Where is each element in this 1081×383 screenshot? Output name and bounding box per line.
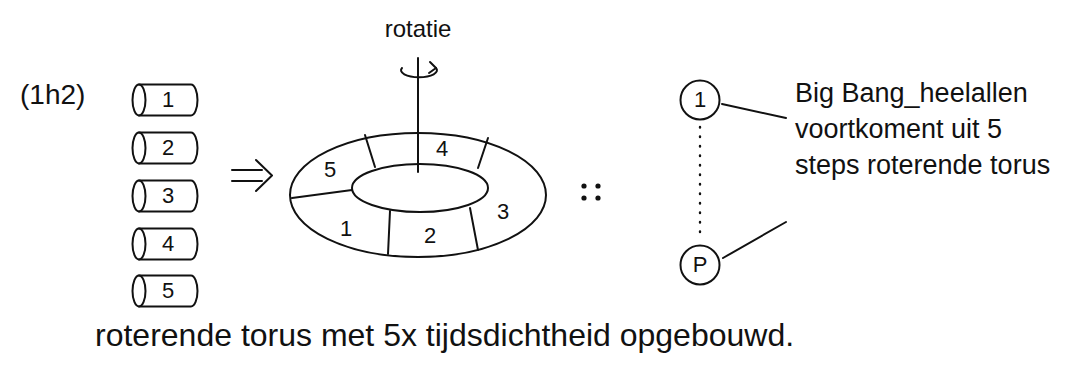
node-number: 5 <box>156 280 174 302</box>
dotted-connector <box>699 127 701 238</box>
node-number: 4 <box>156 233 174 255</box>
segment-divider <box>470 208 478 250</box>
cylinder-end <box>133 229 146 260</box>
segment-number: 3 <box>497 200 509 224</box>
node-number: 1 <box>694 89 706 111</box>
cylinder-segment: 2 <box>131 131 199 165</box>
segment-divider <box>292 190 352 198</box>
cylinder-body <box>139 229 197 260</box>
universe-circle: 1 <box>679 79 721 121</box>
note-text: Big Bang_heelallen voortkoment uit 5 ste… <box>795 76 1057 184</box>
segment-divider <box>388 211 390 254</box>
cylinder-end <box>133 133 146 164</box>
leader-line <box>722 104 786 118</box>
cylinder-segment: 5 <box>131 274 199 308</box>
segment-number: 5 <box>324 158 336 182</box>
cylinder-segment: 4 <box>131 227 199 261</box>
leader-line <box>723 222 786 258</box>
dot <box>595 183 600 188</box>
segment-divider <box>365 135 375 167</box>
universe-circle: P <box>679 244 721 286</box>
circle-outline <box>681 246 720 285</box>
cylinder-end <box>133 181 146 212</box>
node-number: P <box>693 254 708 276</box>
segment-number: 4 <box>436 137 448 161</box>
cylinder-body <box>139 276 197 307</box>
rotation-arrow <box>401 68 437 77</box>
node-number: 1 <box>156 89 174 111</box>
cylinder-body <box>139 181 197 212</box>
implies-arrow <box>232 160 272 191</box>
segment-number: 2 <box>424 224 436 248</box>
circle-outline <box>681 81 720 120</box>
caption-text: roterende torus met 5x tijdsdichtheid op… <box>95 318 794 353</box>
rotation-label: rotatie <box>385 16 452 42</box>
cylinder-end <box>133 276 146 307</box>
segment-divider <box>478 138 488 168</box>
figure-number: (1h2) <box>20 80 85 111</box>
cylinder-body <box>139 133 197 164</box>
cylinder-body <box>139 85 197 116</box>
dot <box>595 195 600 200</box>
cylinder-segment: 3 <box>131 179 199 213</box>
node-number: 2 <box>156 137 174 159</box>
cylinder-end <box>133 85 146 116</box>
node-number: 3 <box>156 185 174 207</box>
rotation-arrowhead <box>429 62 436 73</box>
cylinder-segment: 1 <box>131 83 199 117</box>
dot <box>581 183 586 188</box>
segment-number: 1 <box>340 217 352 241</box>
rotation-axis <box>417 58 419 172</box>
torus-inner <box>352 164 488 212</box>
dot <box>581 195 586 200</box>
